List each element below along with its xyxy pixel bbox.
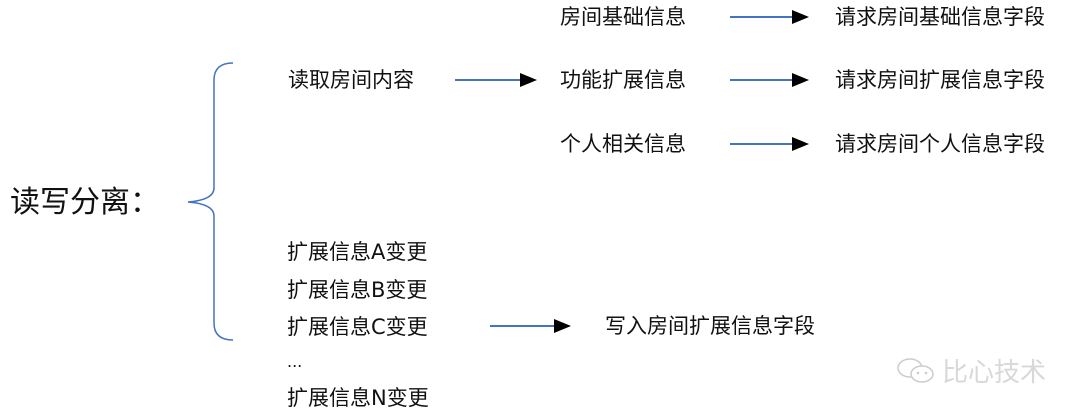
- arrow-basic-to-request: [730, 10, 809, 24]
- watermark-text: 比心技术: [942, 358, 1047, 388]
- brace: [187, 62, 234, 341]
- write-target: 写入房间扩展信息字段: [605, 314, 815, 338]
- change-item: 扩展信息C变更: [287, 315, 428, 339]
- arrow-read-to-function: [455, 73, 537, 87]
- info-personal: 个人相关信息: [560, 132, 686, 156]
- wechat-icon: [897, 357, 934, 383]
- change-item: 扩展信息N变更: [287, 386, 429, 410]
- read-source: 读取房间内容: [288, 68, 414, 92]
- watermark: 比心技术: [896, 352, 1046, 389]
- info-basic: 房间基础信息: [560, 5, 686, 29]
- change-item: 扩展信息B变更: [287, 278, 428, 302]
- request-basic: 请求房间基础信息字段: [835, 5, 1045, 29]
- info-function: 功能扩展信息: [560, 68, 686, 92]
- arrow-personal-to-request: [730, 137, 809, 151]
- request-function: 请求房间扩展信息字段: [835, 68, 1045, 92]
- change-item: 扩展信息A变更: [287, 240, 428, 264]
- change-ellipsis: ...: [287, 352, 303, 371]
- arrow-changes-to-write: [490, 319, 571, 333]
- diagram-title: 读写分离：: [10, 185, 160, 220]
- request-personal: 请求房间个人信息字段: [835, 132, 1045, 156]
- arrow-function-to-request: [730, 73, 809, 87]
